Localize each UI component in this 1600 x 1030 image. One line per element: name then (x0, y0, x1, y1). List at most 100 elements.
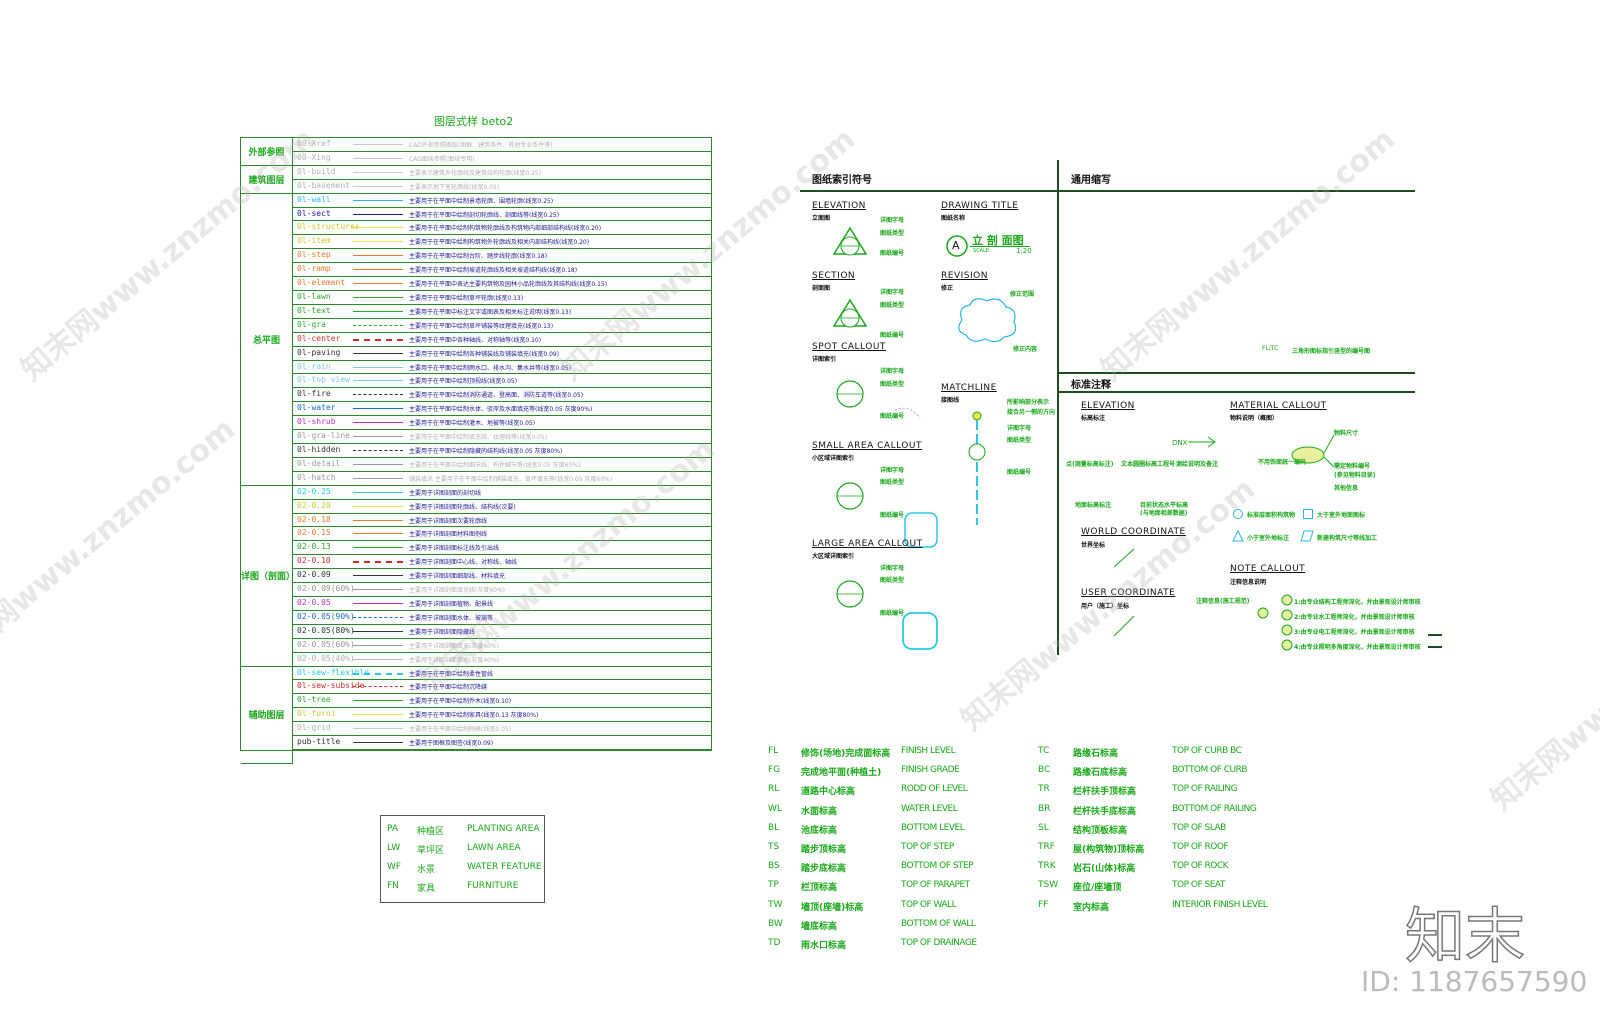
material-legend-1: 标准层面积构筑物 (1247, 512, 1296, 519)
area-abbr-cn: 种植区 (417, 827, 445, 837)
notes-panel-sub-rule (1057, 391, 1415, 393)
matchline-title: MATCHLINE (941, 383, 997, 393)
layer-description: 主要用于在平面中绘制隐藏的结构线(线宽0.05 灰度80%) (409, 448, 563, 455)
layer-name: 02-0.20 (297, 500, 331, 510)
layer-name: 0l-sew-subside (297, 681, 365, 691)
layer-name: 02-0.25 (297, 486, 331, 496)
layer-description: 主要用于详图剖面填充线(灰度60%) (409, 587, 506, 595)
small-area-callout-subtitle: 小区域详图索引 (812, 455, 855, 462)
layer-description: 主要用于在平面中标注文字或图表及相关标注说明(线宽0.13) (409, 308, 572, 316)
layer-line-sample (353, 450, 403, 451)
material-callout-icon (1291, 434, 1335, 468)
std-elevation-arrow-icon (1188, 436, 1216, 448)
layer-row: 02-0.05(80%)主要用于详图剖面隐藏线 (293, 625, 711, 639)
layer-row: 00-Xing CAD图块参照(图块专用) (293, 152, 711, 166)
large-label-1: 详图字母 (880, 565, 905, 572)
spot-label-1: 详图字母 (880, 368, 905, 375)
layer-line-sample (353, 616, 403, 618)
index-panel-divider (1057, 160, 1059, 655)
layer-description: CAD图块参照(图块专用) (409, 155, 475, 163)
layer-description: 主要用于详图剖面水体、玻璃等 (409, 614, 494, 622)
layer-line-sample (353, 533, 403, 535)
layer-description: 主要用于在平面中绘制坡道轮廓线及相关坡道结构线(线宽0.18) (409, 267, 578, 275)
abbreviation-en: BOTTOM OF STEP (901, 861, 974, 872)
abbreviation-code: BW (768, 918, 783, 929)
std-elevation-label-3: 测绘说明及备注 (1176, 461, 1219, 468)
layer-description: 铺装填充 主要用于在平面中绘制铺装填充、草坪填充等(线宽0.05 灰度60%) (409, 475, 613, 483)
layer-name: 0l-tree (297, 695, 331, 705)
layer-line-sample (353, 255, 403, 257)
layer-line-sample (353, 700, 403, 702)
elevation-label-3: 图纸编号 (880, 250, 905, 257)
layer-description: 主要用于详图剖面细部线、材料填充 (409, 573, 506, 581)
layer-name: 02-0.15 (297, 528, 331, 538)
layer-line-sample (353, 603, 403, 604)
layer-description: 主要表示建筑外轮廓线及建筑结构轮廓(线宽0.25) (409, 169, 542, 177)
layer-name: 0l-shrub (297, 417, 336, 427)
large-area-callout-title: LARGE AREA CALLOUT (812, 539, 923, 549)
small-label-1: 详图字母 (880, 467, 905, 474)
abbreviation-en: FINISH GRADE (901, 765, 960, 776)
layer-name: 0l-sect (297, 208, 331, 218)
layer-line-sample (353, 213, 403, 215)
small-area-callout-icon (836, 482, 938, 548)
area-abbr-en: WATER FEATURE (467, 862, 542, 872)
layer-name: 0l-top view (297, 375, 350, 385)
layer-line-sample (353, 171, 403, 173)
layer-line-sample (353, 742, 403, 744)
material-label-3: 需定物料编号 (1334, 463, 1371, 470)
layer-line-sample (353, 269, 403, 271)
layer-description: 主要用于在平面中绘制消防通道、登高面、消防车道等(线宽0.05) (409, 392, 584, 400)
layer-name: 0l-step (297, 250, 331, 260)
matchline-label-3: 详图字母 (1007, 425, 1032, 432)
layer-description: 主要用于在平面中绘制剖切轮廓线、剖面线等(线宽0.25) (409, 211, 560, 219)
spot-callout-title: SPOT CALLOUT (812, 342, 886, 352)
layer-name: 00-Xing (297, 152, 331, 162)
layer-name: 02-0.05(40%) (297, 653, 355, 663)
user-coordinate-icon (1113, 615, 1135, 637)
layer-name: 0l-rain (297, 361, 331, 371)
note-item-1-icon (1281, 594, 1293, 606)
layer-row: 02-0.09(60%) 主要用于详图剖面填充线(灰度60%) (293, 583, 711, 597)
layer-name: 0l-text (297, 305, 331, 315)
abbreviation-cn: 水面标高 (801, 806, 838, 817)
layer-group-label: 详图（剖面） (241, 485, 295, 667)
index-panel-top-rule (800, 190, 1415, 192)
layer-name: 02-0.09(60%) (297, 584, 355, 594)
layer-name: 02-0.10 (297, 556, 331, 566)
layer-description: 主要表示地下室轮廓线(线宽0.05) (409, 183, 500, 191)
elevation-symbol-subtitle: 立面图 (812, 215, 831, 222)
abbreviation-cn: 栏杆扶手顶标高 (1073, 787, 1137, 798)
area-abbr-code: PA (387, 824, 399, 834)
layer-description: 主要用于在平面中表达主要构筑物及园林小品轮廓线及其结构线(线宽0.15) (409, 281, 608, 289)
elevation-marker-icon (832, 226, 868, 256)
layer-line-sample (353, 658, 403, 660)
layer-name: 0l-hatch (297, 472, 336, 482)
abbreviation-cn: 栏顶标高 (801, 883, 838, 894)
general-abbr-title: 通用缩写 (1071, 175, 1111, 186)
layer-line-sample (353, 310, 403, 312)
material-label-5: 其他信息 (1334, 485, 1359, 492)
abbreviation-code: RL (768, 784, 780, 795)
layer-line-sample (353, 672, 403, 675)
material-legend-parallelogram-icon (1300, 530, 1314, 542)
note-item-1: 1:由专业结构工程师深化，并由景观设计师审核 (1294, 599, 1421, 606)
spot-label-2: 图纸类型 (880, 381, 905, 388)
margin-mark-2 (1428, 646, 1442, 648)
layer-description: 主要用于在平面中各种轴线、对称轴等(线宽0.10) (409, 336, 542, 344)
general-abbr-code: FL/TC (1262, 345, 1279, 352)
layer-line-sample (353, 714, 403, 716)
spot-callout-icon (836, 380, 921, 419)
drawing-title-underline (970, 246, 1030, 247)
layer-group-label: 建筑图层 (241, 165, 293, 194)
abbreviation-code: WL (768, 803, 782, 814)
